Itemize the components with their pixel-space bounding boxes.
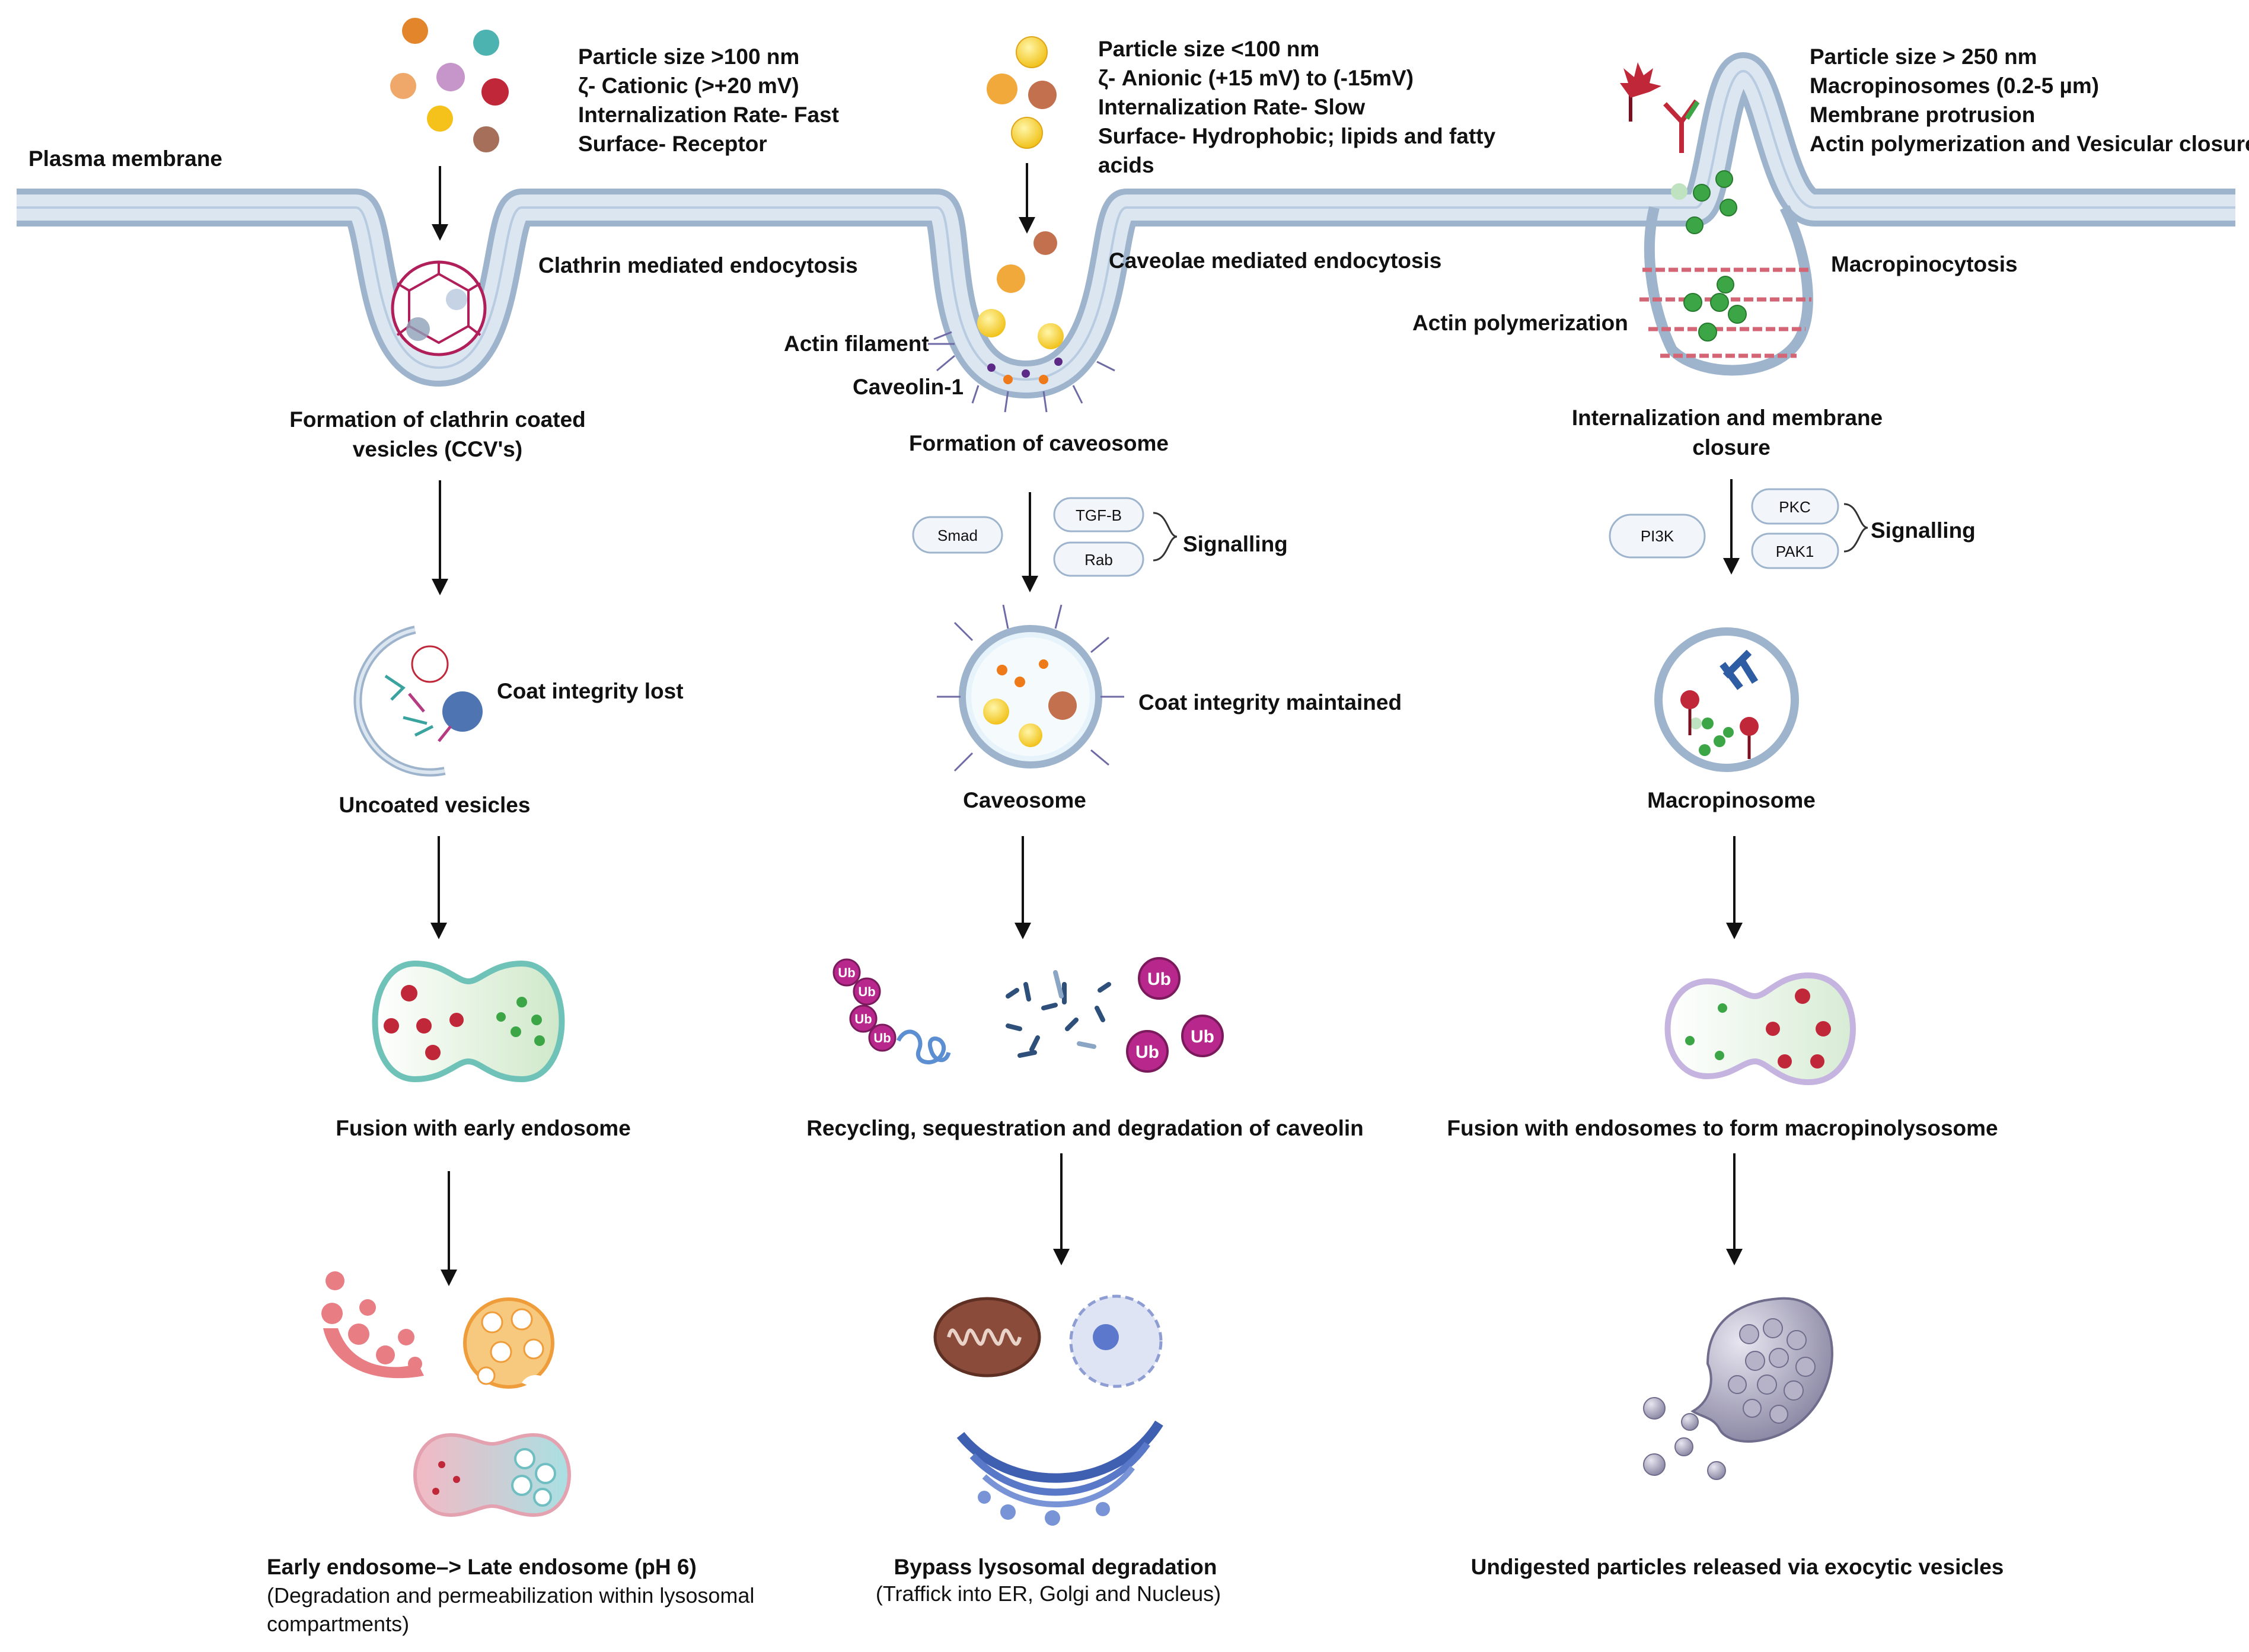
caveolae-prop-surface: Surface- Hydrophobic; lipids and fatty <box>1098 124 1496 148</box>
clathrin-formation-label-1: Formation of clathrin coated <box>289 407 586 432</box>
organelle-icons <box>933 1294 1163 1526</box>
clathrin-final-sub-1: (Degradation and permeabilization within… <box>267 1583 754 1608</box>
macropinocytosis-properties: Particle size > 250 nm Macropinosomes (0… <box>1810 44 2249 156</box>
ub-large-label-3: Ub <box>1135 1042 1159 1062</box>
mitochondrion-icon <box>933 1297 1041 1377</box>
clathrin-pathway-label: Clathrin mediated endocytosis <box>538 253 858 278</box>
caveosome-icon <box>937 604 1124 772</box>
coat-lost-label: Coat integrity lost <box>497 679 684 703</box>
exocytosis-icon <box>1643 1297 1833 1480</box>
macropinosome-icon <box>1654 627 1799 772</box>
caveolae-prop-rate: Internalization Rate- Slow <box>1098 95 1365 119</box>
macro-prop-size: Particle size > 250 nm <box>1810 44 2037 69</box>
uncoated-vesicle-icon <box>353 626 483 777</box>
lysosome-pathway-icons <box>321 1271 571 1517</box>
caveolin-recycle-label: Recycling, sequestration and degradation… <box>806 1116 1364 1140</box>
uncoated-vesicles-label: Uncoated vesicles <box>339 793 531 817</box>
caveolae-signalling: Smad TGF-B Rab Signalling <box>912 497 1288 577</box>
caveola-icon <box>933 231 1115 413</box>
ub-small-label-1: Ub <box>838 965 855 980</box>
ub-large-label-2: Ub <box>1191 1027 1214 1047</box>
receptor-icons <box>1620 62 1700 153</box>
macro-prop-macropinosomes: Macropinosomes (0.2-5 µm) <box>1810 74 2099 98</box>
caveolae-prop-surface-2: acids <box>1098 153 1154 177</box>
clathrin-formation-label-2: vesicles (CCV's) <box>353 437 522 461</box>
clathrin-prop-rate: Internalization Rate- Fast <box>578 103 839 127</box>
caveolae-prop-size: Particle size <100 nm <box>1098 37 1319 61</box>
coat-maintained-label: Coat integrity maintained <box>1138 690 1402 715</box>
macropinolysosome-label: Fusion with endosomes to form macropinol… <box>1447 1116 1998 1140</box>
caveolae-signalling-label: Signalling <box>1183 532 1288 556</box>
caveolin-label: Caveolin-1 <box>853 375 964 399</box>
macropinosome-label: Macropinosome <box>1647 788 1816 812</box>
pill-rab <box>1053 541 1144 577</box>
clathrin-properties: Particle size >100 nm ζ- Cationic (>+20 … <box>578 44 839 156</box>
pill-tgfb-label: TGF-B <box>1076 506 1122 524</box>
macropinocytic-cup-icon <box>1639 170 1813 376</box>
pill-pkc <box>1751 488 1839 525</box>
clathrin-prop-size: Particle size >100 nm <box>578 44 799 69</box>
plasma-membrane-label: Plasma membrane <box>28 146 222 171</box>
caveolae-properties: Particle size <100 nm ζ- Anionic (+15 mV… <box>1098 37 1496 177</box>
cationic-particles <box>390 18 509 152</box>
ub-small-label-4: Ub <box>873 1031 891 1045</box>
pill-rab-label: Rab <box>1084 551 1113 569</box>
macro-pathway-label: Macropinocytosis <box>1831 252 2018 276</box>
anionic-particles <box>987 36 1057 149</box>
er-golgi-icon <box>956 1420 1163 1526</box>
macro-signalling: PI3K PKC PAK1 Signalling <box>1609 488 1976 569</box>
early-endosome-fusion-label: Fusion with early endosome <box>336 1116 631 1140</box>
caveolae-final-label: Bypass lysosomal degradation <box>894 1555 1217 1579</box>
nucleus-icon <box>1069 1294 1163 1388</box>
pill-pi3k-label: PI3K <box>1641 527 1674 545</box>
clathrin-prop-surface: Surface- Receptor <box>578 132 767 156</box>
caveolae-prop-zeta: ζ- Anionic (+15 mV) to (-15mV) <box>1098 66 1414 90</box>
brace-caveolae <box>1153 512 1178 562</box>
degraded-caveolin <box>1006 970 1111 1058</box>
clathrin-final-label: Early endosome–> Late endosome (pH 6) <box>267 1555 697 1579</box>
closure-label-1: Internalization and membrane <box>1572 406 1883 430</box>
ub-small-label-3: Ub <box>854 1012 872 1026</box>
pill-pak1 <box>1751 532 1839 569</box>
pill-smad <box>912 516 1003 554</box>
ub-chain: Ub Ub Ub Ub <box>832 958 951 1064</box>
caveolae-final-sub: (Traffick into ER, Golgi and Nucleus) <box>876 1581 1221 1606</box>
macro-signalling-label: Signalling <box>1871 518 1976 543</box>
ub-small-label-2: Ub <box>858 984 875 999</box>
brace-macro <box>1843 503 1868 553</box>
pill-smad-label: Smad <box>937 527 978 544</box>
caveosome-formation-label: Formation of caveosome <box>909 431 1169 455</box>
pill-pi3k <box>1609 514 1706 559</box>
ubiquitin-icons: Ub Ub Ub Ub Ub Ub Ub <box>832 957 1224 1073</box>
clathrin-cage-icon <box>391 260 487 356</box>
macropinolysosome-icon <box>1664 972 1856 1086</box>
late-endosome-orange <box>463 1297 554 1391</box>
macro-final-label: Undigested particles released via exocyt… <box>1471 1555 2004 1579</box>
pill-pak1-label: PAK1 <box>1776 543 1814 560</box>
macro-prop-actin: Actin polymerization and Vesicular closu… <box>1810 132 2249 156</box>
caveolae-pathway-label: Caveolae mediated endocytosis <box>1109 248 1441 273</box>
pill-pkc-label: PKC <box>1779 498 1810 516</box>
actin-polymerization-label: Actin polymerization <box>1412 311 1628 335</box>
macro-prop-protrusion: Membrane protrusion <box>1810 103 2035 127</box>
clathrin-prop-zeta: ζ- Cationic (>+20 mV) <box>578 74 799 98</box>
actin-filament-label: Actin filament <box>784 331 929 356</box>
closure-label-2: closure <box>1692 435 1771 460</box>
pill-tgfb <box>1053 497 1144 532</box>
clathrin-final-sub-2: compartments) <box>267 1612 409 1636</box>
caveosome-label: Caveosome <box>963 788 1086 812</box>
early-endosome-icon <box>372 960 565 1083</box>
ub-large-label-1: Ub <box>1147 969 1171 989</box>
